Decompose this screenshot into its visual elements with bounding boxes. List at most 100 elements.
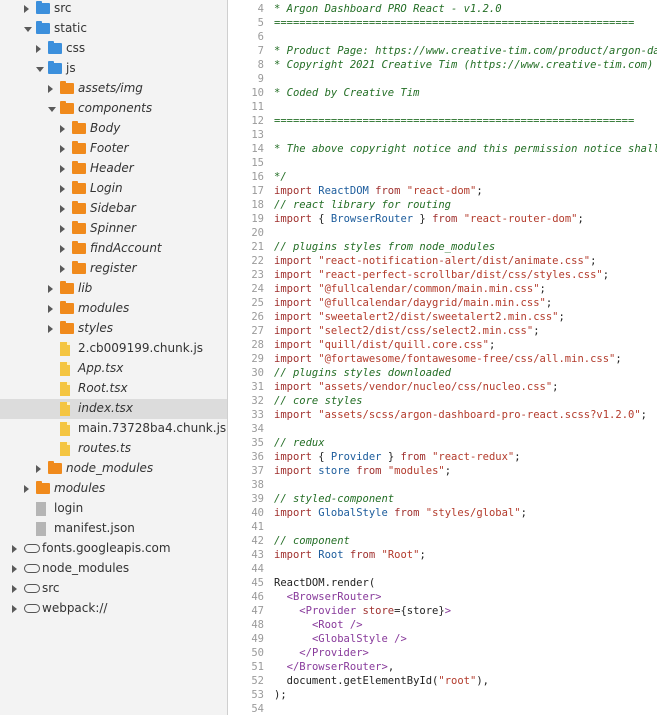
- chevron-right-icon[interactable]: [24, 5, 29, 13]
- code-line[interactable]: 20: [228, 226, 657, 240]
- chevron-right-icon[interactable]: [60, 125, 65, 133]
- chevron-right-icon[interactable]: [12, 585, 17, 593]
- tree-item-27[interactable]: fonts.googleapis.com: [0, 539, 227, 559]
- line-number[interactable]: 52: [251, 675, 264, 687]
- tree-item-17[interactable]: 2.cb009199.chunk.js: [0, 339, 227, 359]
- line-number[interactable]: 54: [251, 703, 264, 715]
- code-line[interactable]: 7* Product Page: https://www.creative-ti…: [228, 44, 657, 58]
- tree-item-13[interactable]: register: [0, 259, 227, 279]
- line-number[interactable]: 42: [251, 535, 264, 547]
- line-number[interactable]: 37: [251, 465, 264, 477]
- chevron-right-icon[interactable]: [12, 545, 17, 553]
- panel-divider[interactable]: [227, 0, 228, 715]
- code-line[interactable]: 47 <Provider store={store}>: [228, 604, 657, 618]
- code-line[interactable]: 10* Coded by Creative Tim: [228, 86, 657, 100]
- line-number[interactable]: 53: [251, 689, 264, 701]
- tree-item-19[interactable]: Root.tsx: [0, 379, 227, 399]
- line-number[interactable]: 51: [251, 661, 264, 673]
- code-line[interactable]: 51 </BrowserRouter>,: [228, 660, 657, 674]
- chevron-right-icon[interactable]: [48, 325, 53, 333]
- code-line[interactable]: 35// redux: [228, 436, 657, 450]
- line-number[interactable]: 34: [251, 423, 264, 435]
- tree-item-24[interactable]: modules: [0, 479, 227, 499]
- line-number[interactable]: 27: [251, 325, 264, 337]
- code-line[interactable]: 38: [228, 478, 657, 492]
- tree-item-18[interactable]: App.tsx: [0, 359, 227, 379]
- line-number[interactable]: 39: [251, 493, 264, 505]
- line-number[interactable]: 16: [251, 171, 264, 183]
- code-line[interactable]: 18// react library for routing: [228, 198, 657, 212]
- code-line[interactable]: 16*/: [228, 170, 657, 184]
- chevron-right-icon[interactable]: [48, 285, 53, 293]
- line-number[interactable]: 46: [251, 591, 264, 603]
- tree-item-29[interactable]: src: [0, 579, 227, 599]
- line-number[interactable]: 45: [251, 577, 264, 589]
- line-number[interactable]: 13: [251, 129, 264, 141]
- chevron-right-icon[interactable]: [60, 245, 65, 253]
- line-number[interactable]: 47: [251, 605, 264, 617]
- line-number[interactable]: 8: [257, 59, 264, 71]
- line-number[interactable]: 44: [251, 563, 264, 575]
- line-number[interactable]: 40: [251, 507, 264, 519]
- chevron-right-icon[interactable]: [60, 205, 65, 213]
- chevron-down-icon[interactable]: [36, 67, 44, 72]
- code-line[interactable]: 13: [228, 128, 657, 142]
- code-line[interactable]: 30// plugins styles downloaded: [228, 366, 657, 380]
- code-line[interactable]: 6: [228, 30, 657, 44]
- line-number[interactable]: 35: [251, 437, 264, 449]
- line-number[interactable]: 6: [257, 31, 264, 43]
- code-line[interactable]: 4* Argon Dashboard PRO React - v1.2.0: [228, 2, 657, 16]
- tree-item-25[interactable]: login: [0, 499, 227, 519]
- tree-item-14[interactable]: lib: [0, 279, 227, 299]
- code-line[interactable]: 44: [228, 562, 657, 576]
- code-line[interactable]: 46 <BrowserRouter>: [228, 590, 657, 604]
- line-number[interactable]: 25: [251, 297, 264, 309]
- line-number[interactable]: 41: [251, 521, 264, 533]
- tree-item-2[interactable]: css: [0, 39, 227, 59]
- tree-item-12[interactable]: findAccount: [0, 239, 227, 259]
- tree-item-7[interactable]: Footer: [0, 139, 227, 159]
- line-number[interactable]: 17: [251, 185, 264, 197]
- code-line[interactable]: 39// styled-component: [228, 492, 657, 506]
- code-line[interactable]: 32// core styles: [228, 394, 657, 408]
- line-number[interactable]: 50: [251, 647, 264, 659]
- code-line[interactable]: 12======================================…: [228, 114, 657, 128]
- line-number[interactable]: 5: [257, 17, 264, 29]
- chevron-right-icon[interactable]: [36, 45, 41, 53]
- code-line[interactable]: 41: [228, 520, 657, 534]
- line-number[interactable]: 18: [251, 199, 264, 211]
- tree-item-1[interactable]: static: [0, 19, 227, 39]
- tree-item-16[interactable]: styles: [0, 319, 227, 339]
- chevron-right-icon[interactable]: [48, 85, 53, 93]
- tree-item-15[interactable]: modules: [0, 299, 227, 319]
- code-line[interactable]: 34: [228, 422, 657, 436]
- line-number[interactable]: 43: [251, 549, 264, 561]
- tree-item-28[interactable]: node_modules: [0, 559, 227, 579]
- chevron-right-icon[interactable]: [60, 225, 65, 233]
- line-number[interactable]: 38: [251, 479, 264, 491]
- line-number[interactable]: 23: [251, 269, 264, 281]
- chevron-right-icon[interactable]: [60, 185, 65, 193]
- chevron-down-icon[interactable]: [48, 107, 56, 112]
- chevron-right-icon[interactable]: [48, 305, 53, 313]
- line-number[interactable]: 28: [251, 339, 264, 351]
- code-line[interactable]: 21// plugins styles from node_modules: [228, 240, 657, 254]
- chevron-right-icon[interactable]: [60, 265, 65, 273]
- line-number[interactable]: 30: [251, 367, 264, 379]
- code-line[interactable]: 50 </Provider>: [228, 646, 657, 660]
- line-number[interactable]: 19: [251, 213, 264, 225]
- chevron-down-icon[interactable]: [24, 27, 32, 32]
